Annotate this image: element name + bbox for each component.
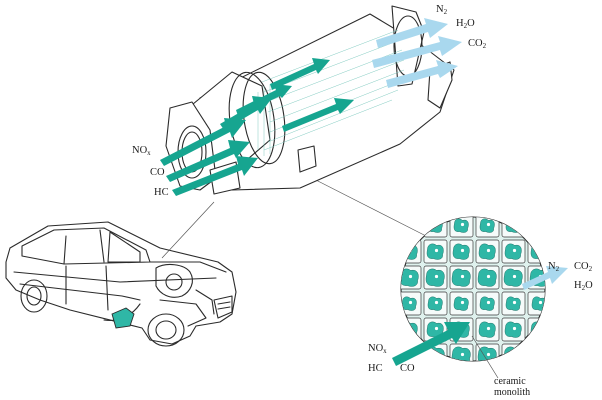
monolith-cell (501, 217, 526, 238)
catalyst-pore (486, 326, 491, 331)
catalyst-pore (538, 326, 543, 331)
catalyst-pore (538, 222, 543, 227)
catalyst-coating (478, 243, 496, 260)
catalyst-pore (538, 352, 543, 357)
catalyst-coating (401, 321, 418, 338)
catalyst-coating (477, 268, 497, 287)
catalyst-pore (434, 326, 439, 331)
monolith-cell (423, 217, 448, 238)
label-n2-detail: N2 (548, 261, 560, 273)
catalyst-coating (427, 296, 443, 311)
catalyst-coating (531, 296, 545, 311)
monolith-pointer-line (471, 335, 499, 379)
label-ceramic-monolith: ceramic monolith (494, 376, 530, 398)
label-co2-outlet: CO2 (468, 38, 487, 50)
monolith-cell (527, 343, 545, 361)
catalyst-pore (486, 274, 491, 279)
catalyst-coating (451, 346, 471, 361)
catalyst-pore (460, 248, 465, 253)
catalyst-pore (434, 248, 439, 253)
catalyst-pore (486, 222, 491, 227)
label-co-inlet: CO (150, 167, 165, 178)
catalyst-coating (426, 321, 444, 338)
detail-inlet-arrow (392, 322, 470, 366)
label-h2o-detail: H2O (574, 280, 593, 292)
catalyst-pore (486, 352, 491, 357)
catalyst-coating (477, 346, 497, 361)
leader-line-monolith (307, 175, 431, 239)
label-hc-inlet: HC (154, 187, 169, 198)
catalyst-coating (401, 268, 419, 287)
catalyst-coating (503, 268, 523, 287)
catalyst-pore (460, 300, 465, 305)
label-nox-detail: NOx (368, 343, 387, 355)
catalyst-pore (434, 352, 439, 357)
catalyst-pore (460, 274, 465, 279)
catalyst-pore (460, 222, 465, 227)
monolith-cell (401, 217, 422, 238)
catalyst-coating (452, 243, 470, 260)
catalyst-coating (503, 346, 523, 361)
catalyst-pore (460, 352, 465, 357)
label-co-detail: CO (400, 363, 415, 374)
catalyst-coating (505, 296, 521, 311)
catalyst-pore (538, 248, 543, 253)
catalyst-coating (504, 243, 522, 260)
label-hc-detail: HC (368, 363, 383, 374)
label-h2o-outlet: H2O (456, 18, 475, 30)
label-co2-detail: CO2 (574, 261, 593, 273)
catalyst-pore (408, 222, 413, 227)
catalyst-coating (479, 218, 495, 233)
label-nox-inlet: NOx (132, 145, 151, 157)
catalyst-pore (512, 248, 517, 253)
catalyst-pore (486, 300, 491, 305)
catalyst-coating (529, 346, 545, 361)
catalyst-coating (426, 243, 444, 260)
catalyst-coating (401, 296, 417, 311)
catalyst-pore (538, 300, 543, 305)
catalyst-pore (512, 222, 517, 227)
catalyst-pore (434, 222, 439, 227)
monolith-cell (527, 217, 545, 238)
catalyst-coating (504, 321, 522, 338)
converter-location-marker (111, 307, 135, 329)
label-monolith: monolith (494, 387, 531, 398)
outlet-gas-arrows (372, 18, 462, 88)
catalyst-pore (434, 300, 439, 305)
catalyst-pore (408, 300, 413, 305)
catalyst-coating (531, 218, 545, 233)
catalyst-pore (512, 300, 517, 305)
leader-line-car (161, 201, 215, 259)
catalyst-coating (453, 218, 469, 233)
inlet-gas-arrows (160, 96, 272, 196)
catalyst-pore (408, 274, 413, 279)
catalyst-coating (530, 243, 545, 260)
catalyst-pore (512, 352, 517, 357)
detail-outlet-arrow (522, 266, 568, 290)
catalyst-coating (478, 321, 496, 338)
catalyst-coating (479, 296, 495, 311)
catalyst-coating (453, 296, 469, 311)
catalyst-coating (530, 321, 545, 338)
internal-flow-arrows (236, 58, 354, 132)
catalyst-pore (486, 248, 491, 253)
car-illustration (5, 221, 237, 347)
catalyst-pore (512, 326, 517, 331)
catalyst-pore (434, 274, 439, 279)
catalyst-pore (512, 274, 517, 279)
catalyst-coating (451, 268, 471, 287)
catalyst-coating (401, 218, 417, 233)
catalyst-coating (425, 268, 445, 287)
label-n2-outlet: N2 (436, 4, 448, 16)
label-ceramic: ceramic (494, 376, 526, 387)
